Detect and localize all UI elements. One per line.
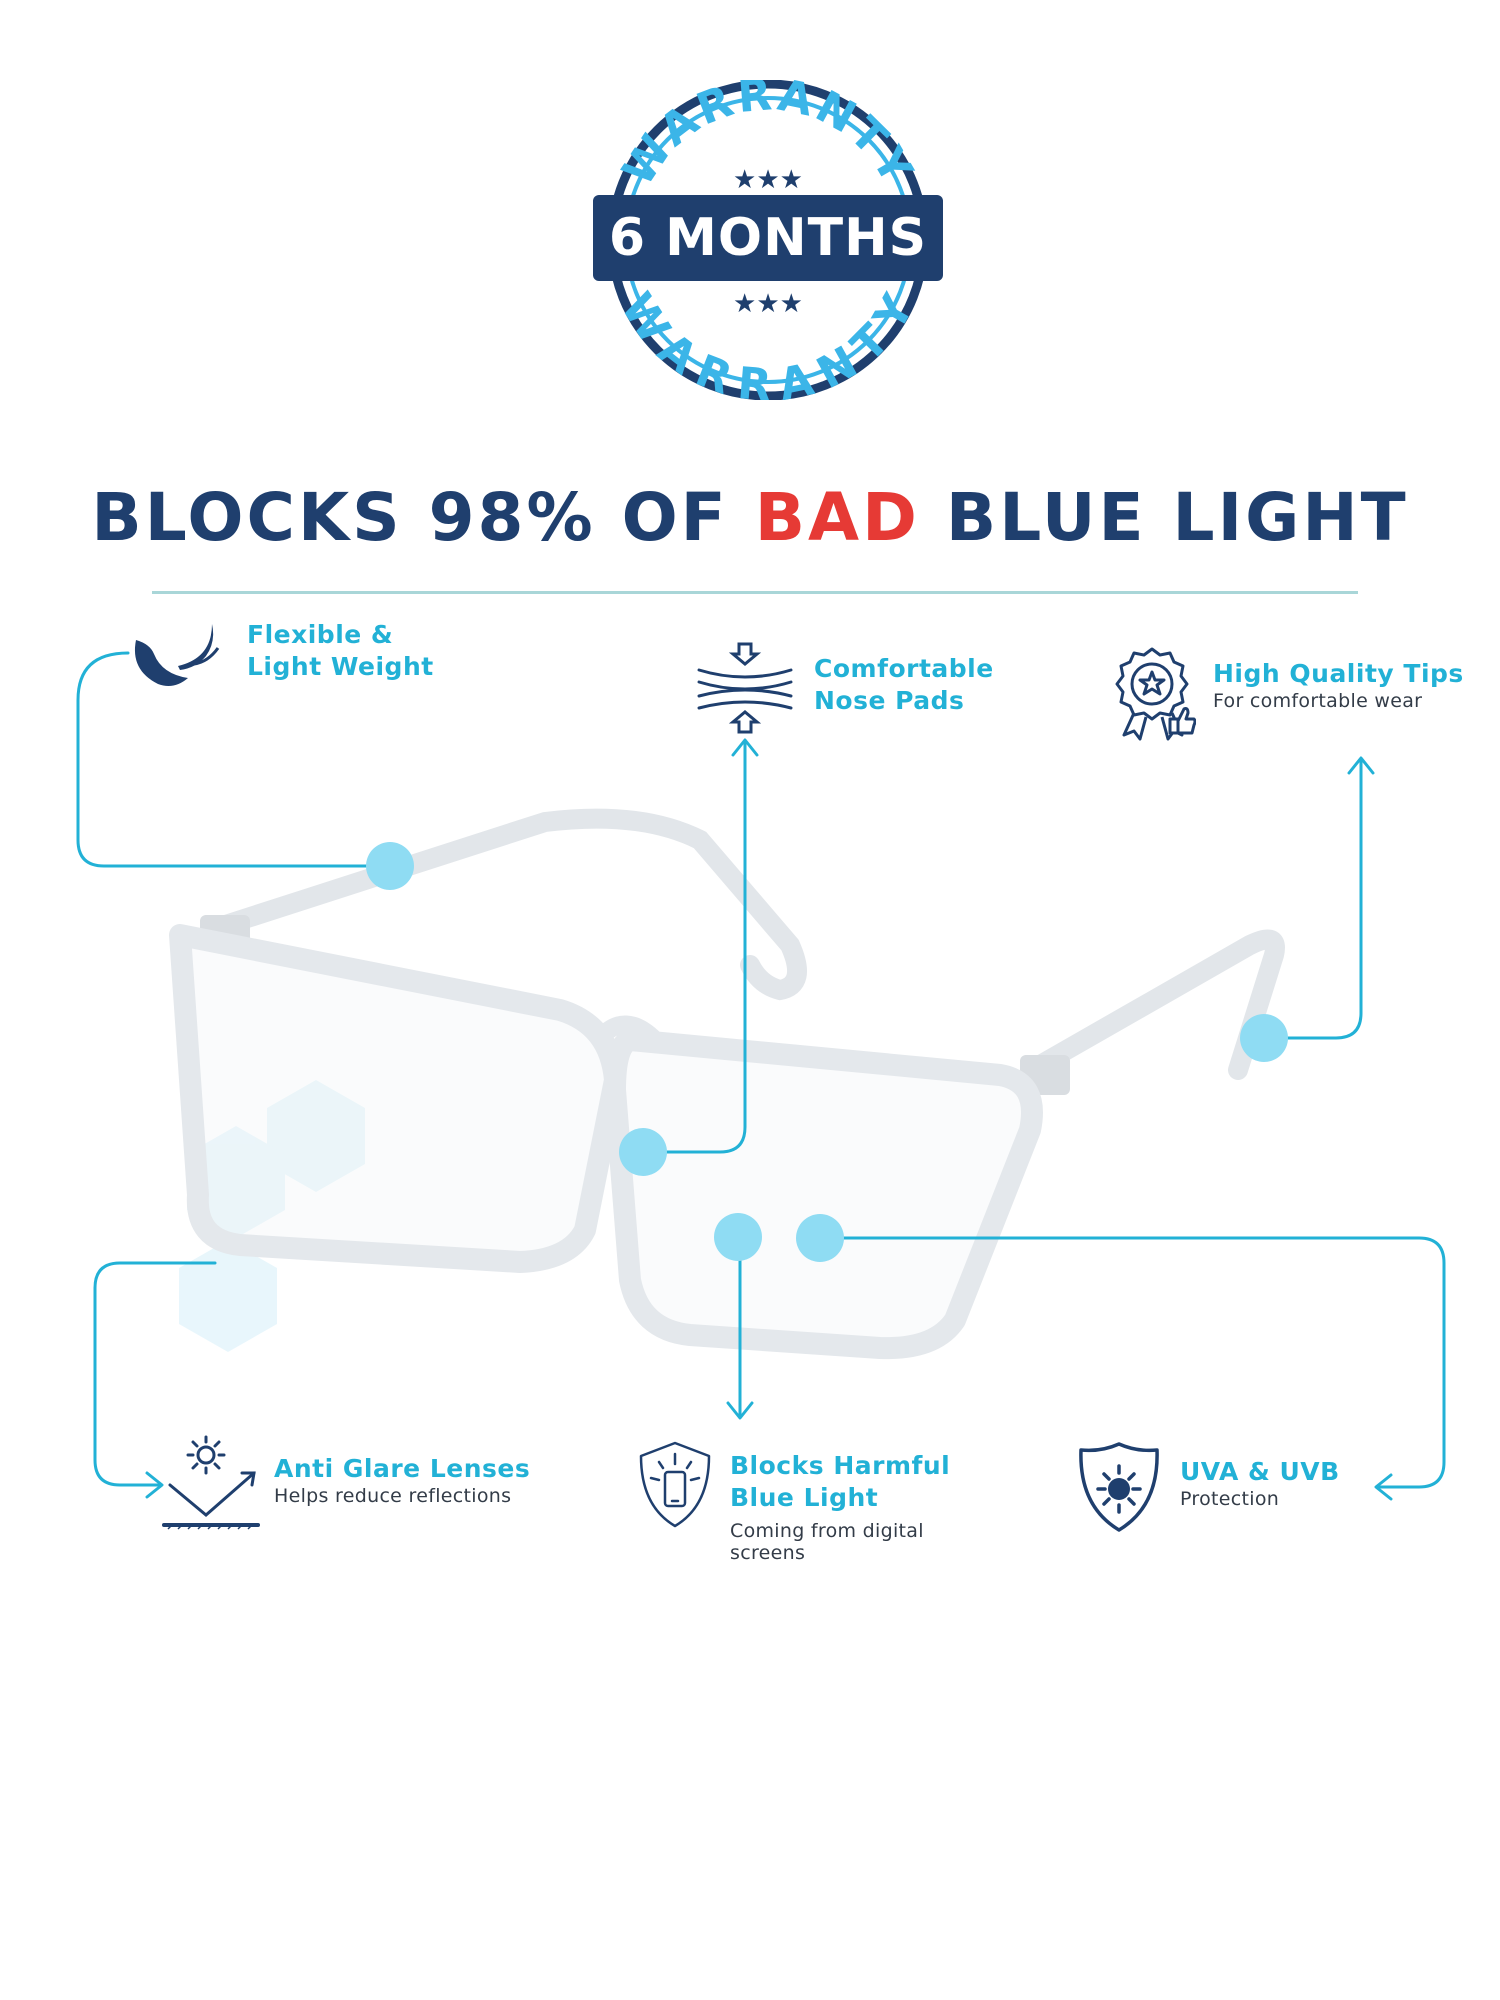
compression-layers-icon [697, 642, 793, 734]
badge-center-label: 6 MONTHS [609, 208, 927, 268]
headline-part2: BLUE LIGHT [919, 479, 1409, 556]
left-lens-frame [169, 924, 626, 1273]
badge-stars-top: ★★★ [733, 165, 803, 195]
callout-dot-blue-light [714, 1213, 762, 1261]
feature-flexible-line1: Flexible & [247, 620, 394, 649]
feature-blue-light-sub1: Coming from digital [730, 1520, 924, 1542]
callout-dot-nose-pads [619, 1128, 667, 1176]
headline-divider [152, 591, 1358, 594]
feature-blue-light-sub2: screens [730, 1542, 806, 1564]
feature-flexible: Flexible & Light Weight [247, 619, 434, 683]
callout-dot-flexible [366, 842, 414, 890]
feature-anti-glare: Anti Glare Lenses Helps reduce reflectio… [274, 1453, 530, 1507]
light-reflection-icon [162, 1435, 260, 1530]
feature-uv: UVA & UVB Protection [1180, 1456, 1340, 1510]
award-badge-icon [1115, 647, 1196, 741]
hexagon-pattern [179, 1080, 365, 1352]
callout-dot-uv [796, 1214, 844, 1262]
warranty-badge: WARRANTY WARRANTY ★★★ ★★★ 6 MONTHS [593, 80, 943, 400]
feature-nose-pads: Comfortable Nose Pads [814, 653, 994, 717]
page-headline: BLOCKS 98% OF BAD BLUE LIGHT [0, 478, 1500, 558]
feature-anti-glare-title: Anti Glare Lenses [274, 1454, 531, 1483]
feature-blue-light-line2: Blue Light [730, 1483, 879, 1512]
left-temple-arm [200, 808, 807, 1001]
feature-blue-light: Blocks Harmful Blue Light Coming from di… [730, 1450, 950, 1564]
feature-nose-pads-line2: Nose Pads [814, 686, 965, 715]
shield-phone-icon [639, 1441, 711, 1528]
feather-leaf-icon [134, 624, 220, 686]
feature-uv-sub: Protection [1180, 1488, 1280, 1510]
right-lens-frame [604, 1029, 1043, 1360]
feature-tips: High Quality Tips For comfortable wear [1213, 658, 1464, 712]
headline-part1: BLOCKS 98% OF [91, 479, 755, 556]
shield-sun-icon [1079, 1442, 1159, 1532]
feature-tips-title: High Quality Tips [1213, 659, 1464, 688]
feature-uv-title: UVA & UVB [1180, 1457, 1340, 1486]
feature-nose-pads-line1: Comfortable [814, 654, 994, 683]
headline-highlight: BAD [754, 479, 920, 556]
feature-anti-glare-sub: Helps reduce reflections [274, 1485, 512, 1507]
feature-blue-light-line1: Blocks Harmful [730, 1451, 951, 1480]
feature-tips-sub: For comfortable wear [1213, 690, 1423, 712]
right-temple-arm [1025, 929, 1285, 1080]
callout-dot-tips [1240, 1014, 1288, 1062]
feature-flexible-line2: Light Weight [247, 652, 434, 681]
badge-stars-bottom: ★★★ [733, 289, 803, 319]
